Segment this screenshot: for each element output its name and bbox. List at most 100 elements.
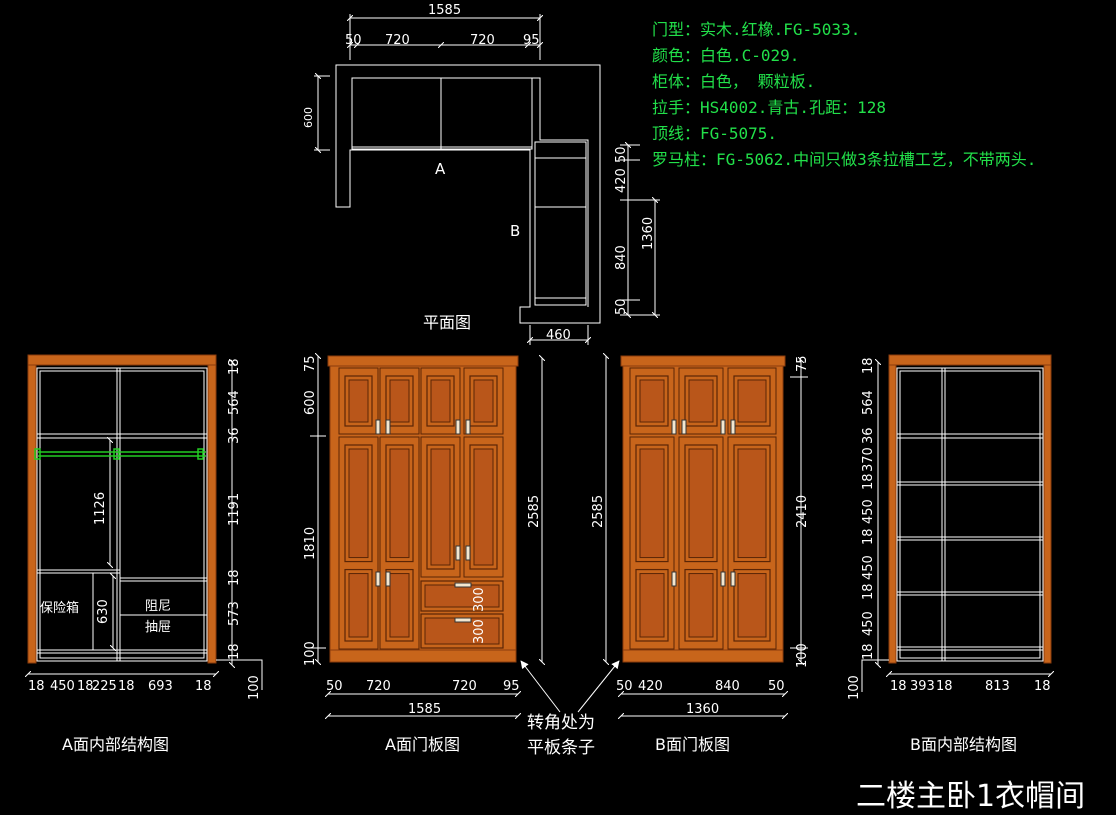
plan-view <box>314 14 660 345</box>
svg-text:1191: 1191 <box>227 493 242 526</box>
drawer-front-raised <box>424 584 500 608</box>
svg-text:36: 36 <box>227 427 242 444</box>
svg-text:450: 450 <box>861 555 876 580</box>
plan-dim: 720 <box>385 33 410 48</box>
door-panel-raised <box>639 448 665 559</box>
door-panel-raised <box>389 379 410 423</box>
door-handle-icon <box>455 419 461 435</box>
svg-text:370: 370 <box>861 447 876 472</box>
svg-text:1810: 1810 <box>303 527 318 560</box>
a-inner-structure <box>28 354 263 690</box>
svg-text:450: 450 <box>861 499 876 524</box>
svg-text:50: 50 <box>326 679 343 694</box>
svg-text:18: 18 <box>195 679 212 694</box>
door-panel-raised <box>389 573 410 638</box>
a-inner-labels: 18 564 36 1191 18 573 18 1126 630 保险箱 阻尼… <box>28 358 262 754</box>
door-handle-icon <box>385 571 391 587</box>
svg-text:18: 18 <box>936 679 953 694</box>
spec-pilaster: 罗马柱：FG-5062.中间只做3条拉槽工艺，不带两头. <box>652 150 1037 169</box>
svg-text:564: 564 <box>861 390 876 415</box>
svg-text:420: 420 <box>638 679 663 694</box>
door-handle-icon <box>455 545 461 561</box>
corner-note: 转角处为 平板条子 <box>520 660 620 758</box>
svg-text:36: 36 <box>861 427 876 444</box>
b-inner-labels: 18 564 36 370 18 450 18 450 18 450 18 18… <box>847 357 1051 754</box>
door-handle-icon <box>730 419 736 435</box>
door-handle-icon <box>385 419 391 435</box>
svg-text:225: 225 <box>92 679 117 694</box>
door-handle-icon <box>671 419 677 435</box>
svg-text:18: 18 <box>861 473 876 490</box>
drawing-title: 二楼主卧1衣帽间 <box>856 779 1085 814</box>
door-handle-icon <box>465 419 471 435</box>
svg-text:18: 18 <box>861 643 876 660</box>
plan-dim-depth: 600 <box>302 107 315 128</box>
spec-door-type: 门型：实木.红橡.FG-5033. <box>652 20 861 39</box>
svg-text:450: 450 <box>50 679 75 694</box>
drawer-handle-icon <box>454 582 472 588</box>
door-handle-icon <box>671 571 677 587</box>
plan-dim: 840 <box>614 245 629 270</box>
door-panel-raised <box>737 379 767 423</box>
svg-text:18: 18 <box>77 679 94 694</box>
door-panel-raised <box>688 448 714 559</box>
door-handle-icon <box>375 419 381 435</box>
svg-text:18: 18 <box>1034 679 1051 694</box>
plan-dim: 95 <box>523 33 540 48</box>
door-panel-raised <box>639 573 665 638</box>
svg-text:95: 95 <box>503 679 520 694</box>
door-handle-icon <box>375 571 381 587</box>
svg-text:100: 100 <box>847 675 862 700</box>
plan-dim-total: 1585 <box>428 3 461 18</box>
svg-text:840: 840 <box>715 679 740 694</box>
drawer-handle-icon <box>454 617 472 623</box>
corner-note-line2: 平板条子 <box>527 738 595 758</box>
a-inner-630-dim: 630 <box>96 599 111 624</box>
svg-text:813: 813 <box>985 679 1010 694</box>
door-panel-raised <box>737 573 767 638</box>
plan-caption: 平面图 <box>423 313 471 332</box>
plan-dim: 50 <box>614 146 629 163</box>
door-panel-raised <box>430 379 451 423</box>
door-panel-raised <box>389 448 410 559</box>
spec-handle: 拉手：HS4002.青古.孔距：128 <box>652 98 886 117</box>
b-inner-structure <box>861 354 1051 692</box>
svg-text:693: 693 <box>148 679 173 694</box>
drawer-label: 抽屉 <box>145 620 171 635</box>
door-panel-raised <box>430 448 451 566</box>
a-inner-rail-dim: 1126 <box>93 492 108 525</box>
door-panel-raised <box>348 448 369 559</box>
svg-text:18: 18 <box>861 357 876 374</box>
svg-text:100: 100 <box>247 675 262 700</box>
svg-text:720: 720 <box>366 679 391 694</box>
damper-label: 阻尼 <box>145 599 171 614</box>
svg-text:450: 450 <box>861 611 876 636</box>
plan-dim: 720 <box>470 33 495 48</box>
door-handle-icon <box>681 419 687 435</box>
svg-text:18: 18 <box>861 528 876 545</box>
corner-note-line1: 转角处为 <box>527 713 595 733</box>
svg-text:300: 300 <box>472 619 487 644</box>
svg-text:18: 18 <box>227 358 242 375</box>
door-handle-icon <box>730 571 736 587</box>
plan-dim: 50 <box>614 298 629 315</box>
plan-view-labels: 1585 50 720 720 95 600 A B 50 420 840 50… <box>302 3 656 343</box>
plan-dim-b-total: 1360 <box>641 217 656 250</box>
svg-text:1585: 1585 <box>408 702 441 717</box>
svg-text:50: 50 <box>616 679 633 694</box>
door-handle-icon <box>720 419 726 435</box>
plan-dim: 50 <box>345 33 362 48</box>
door-panel-raised <box>737 448 767 559</box>
svg-text:100: 100 <box>303 641 318 666</box>
safe-label: 保险箱 <box>40 600 79 616</box>
svg-text:18: 18 <box>118 679 135 694</box>
a-door-caption: A面门板图 <box>385 735 460 754</box>
svg-text:600: 600 <box>303 390 318 415</box>
b-door-labels: 2585 75 2410 100 50 420 840 50 1360 B面门板… <box>591 355 810 754</box>
door-panel-raised <box>688 379 714 423</box>
plan-dim: 420 <box>614 168 629 193</box>
door-panel-raised <box>348 573 369 638</box>
plan-dim-b-depth: 460 <box>546 328 571 343</box>
a-door-labels: 75 600 1810 100 2585 300 300 50 720 720 … <box>303 355 542 754</box>
